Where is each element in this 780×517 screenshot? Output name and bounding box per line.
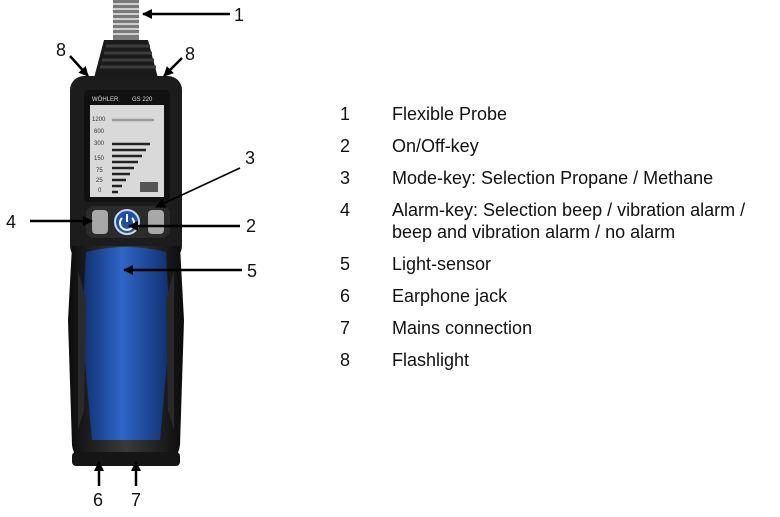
scale-150: 150: [94, 156, 105, 162]
legend-number: 1: [340, 104, 351, 124]
legend-number: 7: [340, 318, 351, 338]
legend-item: 8 Flashlight: [330, 349, 778, 371]
legend-number: 5: [340, 254, 351, 274]
legend-number: 4: [340, 200, 351, 220]
scale-0: 0: [98, 188, 102, 194]
scale-600: 600: [94, 129, 105, 135]
callout-3: 3: [245, 148, 255, 168]
legend-label: Alarm-key: Selection beep / vibration al…: [392, 200, 746, 242]
callout-8-left: 8: [56, 40, 66, 60]
legend-item: 6 Earphone jack: [330, 285, 778, 307]
callout-2: 2: [246, 216, 256, 236]
scale-75: 75: [96, 168, 103, 174]
key-panel: [86, 206, 170, 238]
legend-item: 5 Light-sensor: [330, 253, 778, 275]
bargraph: [112, 118, 154, 194]
scale-300: 300: [94, 141, 105, 147]
callout-8-right: 8: [185, 44, 195, 64]
device-model: GS 220: [132, 97, 153, 103]
device-brand: WÖHLER: [92, 96, 119, 103]
legend-number: 2: [340, 136, 351, 156]
scale-25: 25: [96, 178, 103, 184]
legend-item: 1 Flexible Probe: [330, 103, 778, 125]
arrow-8-left: [69, 55, 89, 77]
callout-1: 1: [234, 5, 244, 25]
legend-label: Mode-key: Selection Propane / Methane: [392, 168, 714, 188]
legend-number: 8: [340, 350, 351, 370]
legend-label: Mains connection: [392, 318, 533, 338]
callout-7: 7: [131, 490, 141, 510]
mode-key[interactable]: [148, 210, 164, 234]
legend-label: Flashlight: [392, 350, 470, 370]
arrow-3: [155, 167, 241, 208]
legend-label: Flexible Probe: [392, 104, 508, 124]
display-screen: WÖHLER GS 220 1200 600 300 150 75 25 0: [84, 90, 170, 202]
legend-label: On/Off-key: [392, 136, 479, 156]
flexible-probe: [94, 0, 158, 78]
callout-arrows: [30, 9, 242, 486]
legend-item: 4 Alarm-key: Selection beep / vibration …: [330, 199, 778, 243]
scale-1200: 1200: [92, 117, 106, 123]
callout-5: 5: [247, 261, 257, 281]
legend-item: 7 Mains connection: [330, 317, 778, 339]
legend-number: 3: [340, 168, 351, 188]
legend-number: 6: [340, 286, 351, 306]
alarm-key[interactable]: [92, 210, 108, 234]
legend: 1 Flexible Probe 2 On/Off-key 3 Mode-key…: [330, 103, 778, 381]
legend-item: 2 On/Off-key: [330, 135, 778, 157]
legend-label: Earphone jack: [392, 286, 508, 306]
callout-4: 4: [6, 212, 16, 232]
legend-item: 3 Mode-key: Selection Propane / Methane: [330, 167, 778, 189]
legend-label: Light-sensor: [392, 254, 492, 274]
callout-6: 6: [93, 490, 103, 510]
arrow-8-right: [163, 57, 183, 77]
